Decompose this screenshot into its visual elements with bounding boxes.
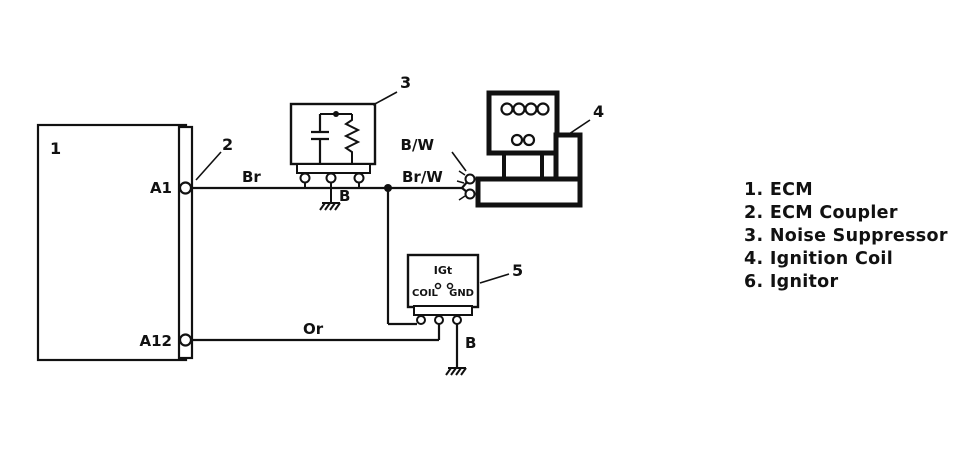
ignitor-gnd-label: GND bbox=[449, 288, 474, 299]
terminal-a1-label: A1 bbox=[150, 179, 172, 197]
ecm-box: 1 A1 A12 bbox=[36, 123, 188, 362]
ignitor-coil-label: COIL bbox=[412, 288, 439, 299]
ecm-number-label: 1 bbox=[50, 139, 61, 158]
coil-secondary-winding bbox=[510, 133, 536, 147]
coil-lower-arm bbox=[475, 176, 583, 208]
ignitor-base-strip bbox=[413, 305, 473, 316]
wire-br-label: Br bbox=[242, 168, 261, 186]
legend: 1. ECM 2. ECM Coupler 3. Noise Suppresso… bbox=[744, 179, 948, 294]
coil-connector-terminal-lower bbox=[464, 188, 476, 200]
suppressor-node-dot bbox=[333, 111, 339, 117]
coil-primary-winding bbox=[500, 102, 550, 116]
noise-suppressor: B 3 bbox=[289, 73, 411, 211]
coil-tower bbox=[486, 90, 560, 156]
suppressor-outline bbox=[289, 102, 377, 166]
coupler-number-label: 2 bbox=[222, 135, 233, 154]
ignitor-pin-coil bbox=[416, 315, 426, 325]
ground-symbol-ignitor bbox=[445, 367, 467, 376]
ecm-coupler: 2 bbox=[177, 125, 233, 360]
wire-brw-label: Br/W bbox=[402, 168, 443, 186]
wire-junction-dot bbox=[384, 184, 392, 192]
legend-item-ecm-coupler: 2. ECM Coupler bbox=[744, 203, 898, 223]
ignitor-inner-terminal-right bbox=[446, 282, 454, 290]
capacitor-symbol bbox=[311, 114, 329, 164]
ignitor-ground-label: B bbox=[465, 334, 476, 352]
coil-number-label: 4 bbox=[593, 102, 604, 121]
suppressor-pointer-line bbox=[372, 91, 398, 106]
ignitor: IGt COIL GND B 5 bbox=[406, 253, 523, 376]
coil-connector-terminal-upper bbox=[464, 173, 476, 185]
suppressor-terminal-right bbox=[353, 172, 365, 184]
legend-item-ignitor: 6. Ignitor bbox=[744, 272, 839, 292]
suppressor-base-strip bbox=[296, 163, 371, 174]
ignitor-igt-label: IGt bbox=[434, 264, 452, 277]
ignitor-pin-gnd bbox=[452, 315, 462, 325]
coupler-strip bbox=[177, 125, 194, 360]
legend-item-noise-suppressor: 3. Noise Suppressor bbox=[744, 226, 948, 246]
resistor-symbol bbox=[343, 114, 361, 164]
legend-item-ignition-coil: 4. Ignition Coil bbox=[744, 249, 894, 269]
ignitor-inner-terminal-left bbox=[434, 282, 442, 290]
suppressor-terminal-left bbox=[299, 172, 311, 184]
terminal-a12-label: A12 bbox=[140, 332, 172, 350]
bw-pointer-line bbox=[451, 151, 467, 172]
coil-connector-hatch bbox=[456, 170, 466, 201]
suppressor-ground-label: B bbox=[339, 187, 350, 205]
coupler-pointer-line bbox=[195, 151, 222, 181]
ignitor-pin-igt bbox=[434, 315, 444, 325]
legend-item-ecm: 1. ECM bbox=[744, 180, 813, 200]
ignitor-number-label: 5 bbox=[512, 261, 523, 280]
ground-symbol-suppressor bbox=[319, 202, 341, 211]
ignitor-pointer-line bbox=[479, 273, 510, 284]
coupler-terminal-a1 bbox=[178, 181, 193, 195]
coupler-terminal-a12 bbox=[178, 333, 193, 347]
suppressor-number-label: 3 bbox=[400, 73, 411, 92]
coil-connector-stub-upper bbox=[461, 181, 468, 189]
coil-pointer-line bbox=[568, 119, 591, 135]
ignition-coil: B/W 4 bbox=[401, 90, 604, 208]
wire-or-label: Or bbox=[303, 320, 324, 338]
suppressor-terminal-mid bbox=[325, 172, 337, 184]
bw-label: B/W bbox=[401, 136, 435, 154]
ignitor-outline bbox=[406, 253, 480, 309]
ecm-outline bbox=[36, 123, 188, 362]
